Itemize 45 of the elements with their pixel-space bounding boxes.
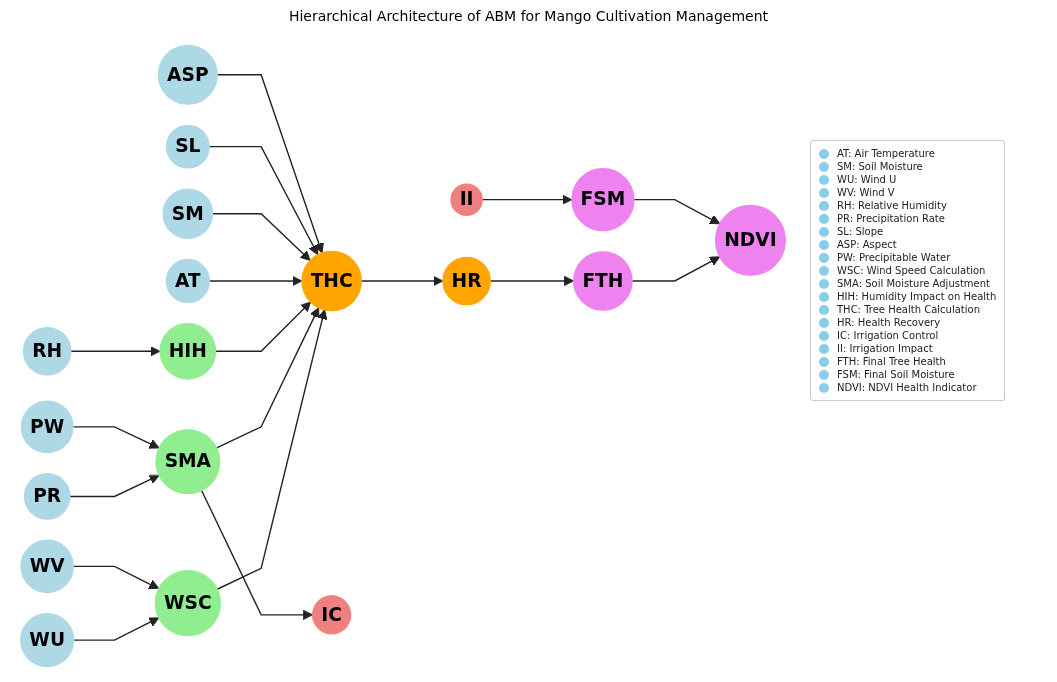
arrow xyxy=(70,346,161,357)
legend-label: HIH: Humidity Impact on Health xyxy=(837,290,997,303)
legend-label: WV: Wind V xyxy=(837,186,895,199)
node-circle: PW xyxy=(20,400,74,454)
node-circle: WSC xyxy=(154,570,221,637)
legend-label: HR: Health Recovery xyxy=(837,316,941,329)
legend-label: II: Irrigation Impact xyxy=(837,342,933,355)
node-circle: SL xyxy=(165,124,210,169)
node-circle: WV xyxy=(20,539,74,594)
node-circle: FSM xyxy=(571,168,635,232)
legend-label: IC: Irrigation Control xyxy=(837,329,939,342)
node-circle: ASP xyxy=(157,44,218,105)
node-circle: NDVI xyxy=(714,204,786,276)
legend-label: WU: Wind U xyxy=(837,173,897,186)
legend-label: ASP: Aspect xyxy=(837,238,897,251)
arrow xyxy=(633,198,721,225)
legend-label: SL: Slope xyxy=(837,225,884,238)
node-circle: HIH xyxy=(159,322,217,380)
node-circle: HR xyxy=(442,256,491,306)
arrow xyxy=(215,307,320,449)
arrow xyxy=(216,309,328,590)
legend-label: PW: Precipitable Water xyxy=(837,251,951,264)
legend-label: WSC: Wind Speed Calculation xyxy=(837,264,986,277)
legend-label: FTH: Final Tree Health xyxy=(837,355,946,368)
legend-label: FSM: Final Soil Moisture xyxy=(837,368,955,381)
node-circle: SM xyxy=(162,188,214,239)
arrow xyxy=(73,617,160,641)
node-circle: FTH xyxy=(573,251,633,311)
legend-label: NDVI: NDVI Health Indicator xyxy=(837,381,977,394)
legend-label: THC: Tree Health Calculation xyxy=(837,303,980,316)
node-circle: IC xyxy=(312,595,352,635)
node-circle: SMA xyxy=(155,429,221,495)
node-circle: PR xyxy=(23,473,71,520)
legend-label: AT: Air Temperature xyxy=(837,147,935,160)
legend-label: RH: Relative Humidity xyxy=(837,199,947,212)
diagram-title: Hierarchical Architecture of ABM for Mango Cultivation Management xyxy=(288,8,769,24)
node-circle: RH xyxy=(22,327,72,376)
node-circle: II xyxy=(450,183,483,216)
legend-label: SMA: Soil Moisture Adjustment xyxy=(837,277,991,290)
node-circle: THC xyxy=(301,250,362,312)
legend-label: SM: Soil Moisture xyxy=(837,160,923,173)
node-circle: WU xyxy=(20,612,75,668)
legend-label: PR: Precipitation Rate xyxy=(837,212,945,225)
node-circle: AT xyxy=(165,258,210,304)
arrow xyxy=(69,474,160,498)
